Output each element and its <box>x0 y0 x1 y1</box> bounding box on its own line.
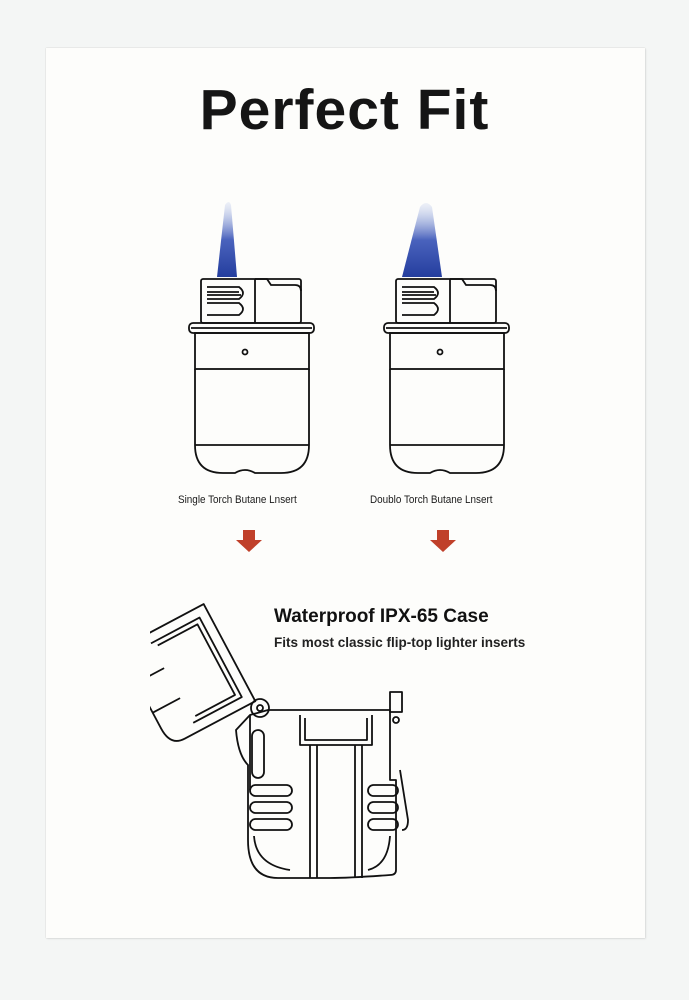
single-insert-label: Single Torch Butane Lnsert <box>178 494 297 506</box>
single-torch-insert-icon <box>188 202 315 474</box>
double-torch-insert-icon <box>383 203 510 474</box>
case-subtitle: Fits most classic flip-top lighter inser… <box>274 635 526 650</box>
double-insert-label: Doublo Torch Butane Lnsert <box>370 494 493 506</box>
page-title: Perfect Fit <box>199 78 490 142</box>
down-arrow-icon <box>236 530 262 552</box>
case-title: Waterproof IPX-65 Case <box>274 606 489 627</box>
waterproof-case-icon <box>150 603 409 879</box>
product-card <box>46 48 645 938</box>
down-arrow-icon <box>430 530 456 552</box>
